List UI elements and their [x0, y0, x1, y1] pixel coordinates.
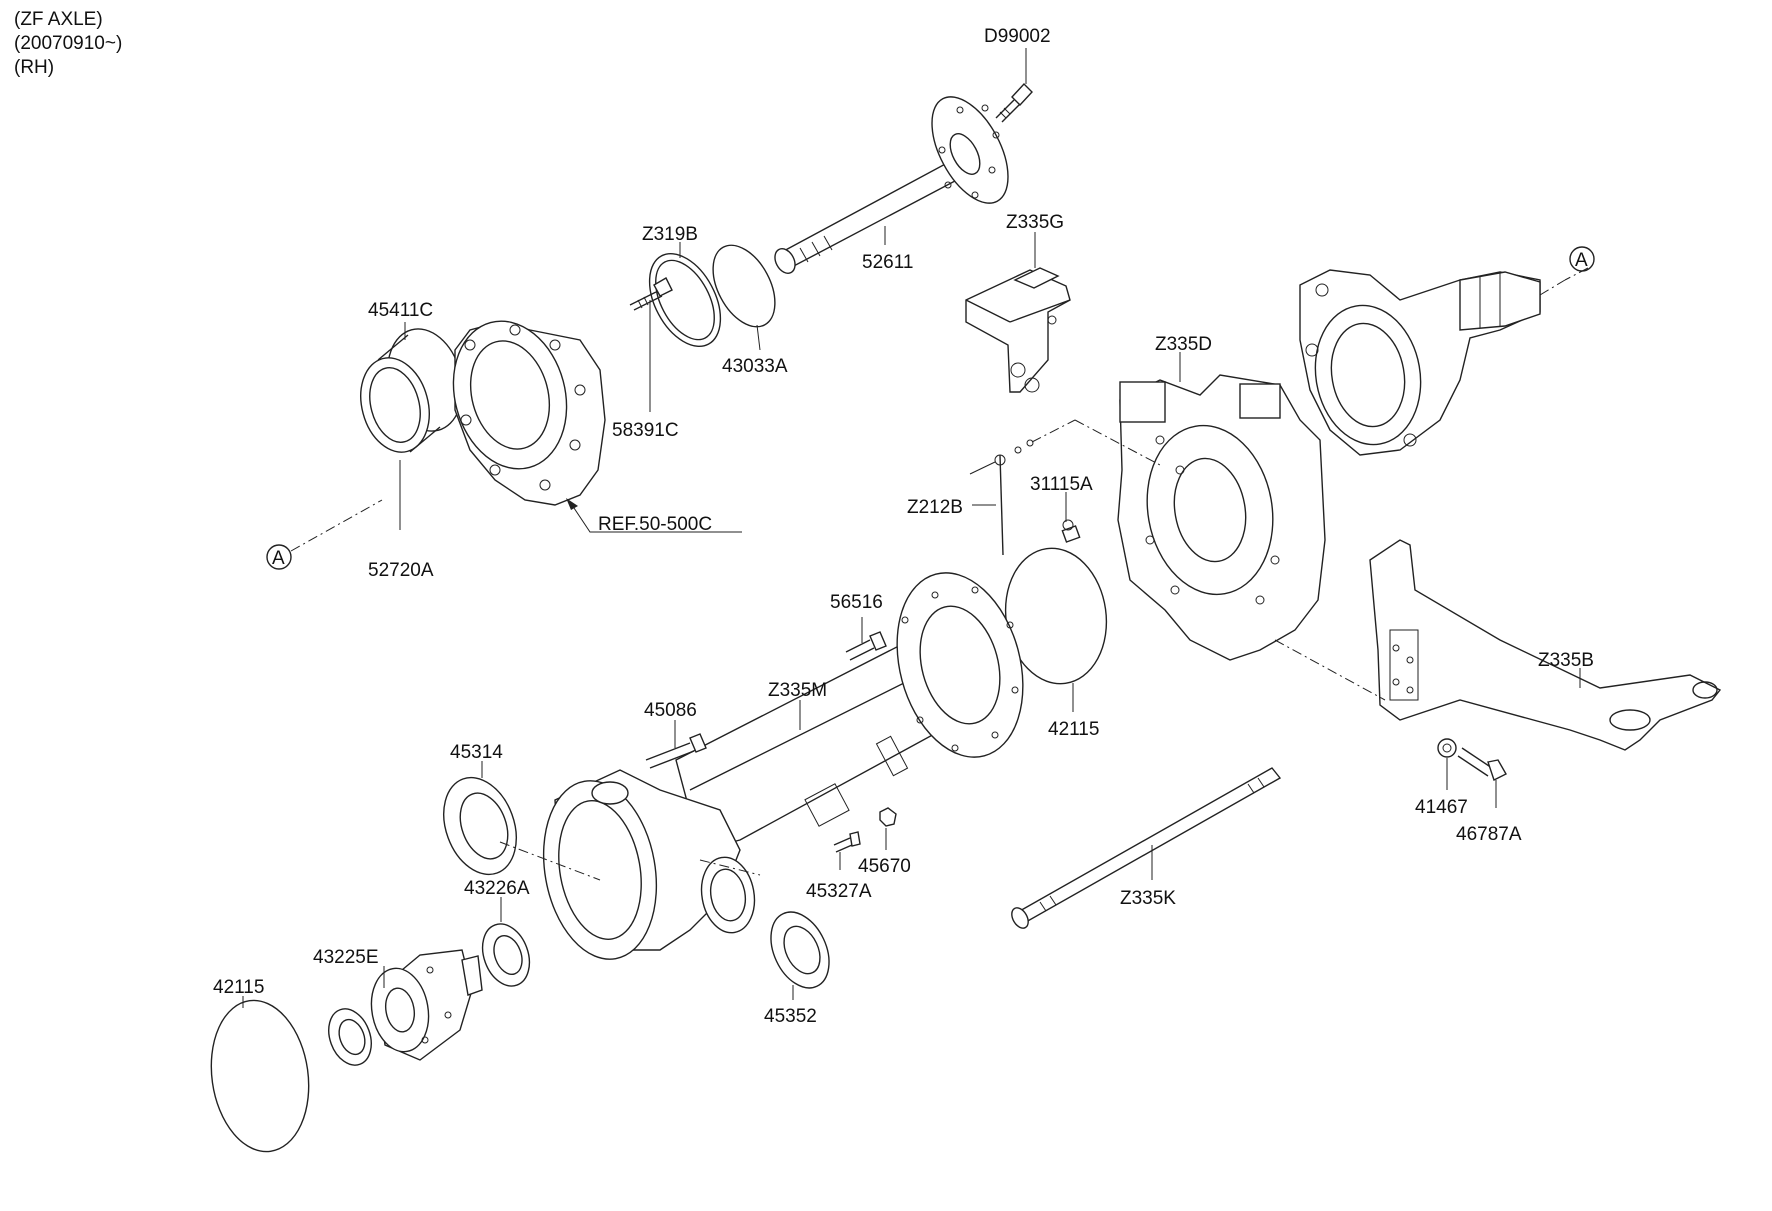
bearing-45314[interactable]	[431, 767, 529, 884]
header-axle-type: (ZF AXLE)	[14, 9, 103, 30]
bolt-d99002[interactable]	[995, 82, 1033, 123]
label-58391c[interactable]: 58391C	[612, 420, 679, 441]
label-z212b[interactable]: Z212B	[907, 497, 963, 518]
label-42115-lower[interactable]: 42115	[213, 977, 264, 998]
bolt-46787a[interactable]	[1457, 747, 1507, 781]
label-45327a[interactable]: 45327A	[806, 881, 872, 902]
label-42115-middle[interactable]: 42115	[1048, 719, 1099, 740]
nut-45670[interactable]	[879, 807, 897, 827]
label-52611[interactable]: 52611	[862, 252, 913, 273]
label-z319b[interactable]: Z319B	[642, 224, 698, 245]
label-52720a[interactable]: 52720A	[368, 560, 434, 581]
oring-43033a[interactable]	[700, 235, 787, 337]
washer-41467[interactable]	[1437, 738, 1457, 758]
bearing-43226a[interactable]	[474, 917, 537, 992]
diagram-header: (ZF AXLE) (20070910~) (RH)	[14, 8, 122, 80]
axle-shaft-z335k[interactable]	[1008, 767, 1282, 931]
ring-z319b[interactable]	[635, 242, 735, 358]
steering-knuckle[interactable]	[1299, 269, 1541, 456]
oring-42115-lower[interactable]	[202, 994, 318, 1158]
axle-shaft-52611[interactable]	[771, 85, 1024, 277]
wheel-hub-ref-50-500c[interactable]	[437, 308, 606, 506]
label-43225e[interactable]: 43225E	[313, 947, 379, 968]
label-56516[interactable]: 56516	[830, 592, 883, 613]
dipstick-z212b[interactable]	[969, 439, 1034, 556]
differential-43225e[interactable]	[365, 949, 483, 1061]
bearing-45352[interactable]	[760, 903, 841, 997]
label-41467[interactable]: 41467	[1415, 797, 1468, 818]
label-45086[interactable]: 45086	[644, 700, 697, 721]
label-ref-50-500c[interactable]: REF.50-500C	[598, 514, 712, 535]
label-43033a[interactable]: 43033A	[722, 356, 788, 377]
bolt-56516[interactable]	[845, 631, 887, 661]
label-d99002[interactable]: D99002	[984, 26, 1051, 47]
label-45352[interactable]: 45352	[764, 1006, 817, 1027]
label-43226a[interactable]: 43226A	[464, 878, 530, 899]
label-z335m[interactable]: Z335M	[768, 680, 827, 701]
bolt-58391c[interactable]	[629, 277, 673, 311]
ref-marker-a-right	[1569, 246, 1595, 272]
header-date-range: (20070910~)	[14, 33, 123, 54]
ref-marker-a-left-text: A	[272, 548, 285, 569]
bearing-differential-side[interactable]	[321, 1003, 378, 1071]
label-45314[interactable]: 45314	[450, 742, 503, 763]
label-z335k[interactable]: Z335K	[1120, 888, 1176, 909]
bolt-45086[interactable]	[645, 733, 707, 769]
arm-z335b[interactable]	[1369, 539, 1722, 751]
ref-marker-a-right-text: A	[1575, 250, 1588, 271]
breather-45327a[interactable]	[833, 831, 861, 853]
label-45670[interactable]: 45670	[858, 856, 911, 877]
label-z335g[interactable]: Z335G	[1006, 212, 1064, 233]
carrier-z335d[interactable]	[1117, 374, 1326, 661]
label-z335b[interactable]: Z335B	[1538, 650, 1594, 671]
label-z335d[interactable]: Z335D	[1155, 334, 1212, 355]
bracket-z335g[interactable]	[965, 267, 1071, 393]
header-side: (RH)	[14, 57, 55, 78]
label-31115a[interactable]: 31115A	[1030, 474, 1093, 495]
label-45411c[interactable]: 45411C	[368, 300, 433, 321]
ref-marker-a-left	[266, 544, 292, 570]
plug-31115a[interactable]	[1061, 519, 1081, 543]
label-46787a[interactable]: 46787A	[1456, 824, 1522, 845]
axle-housing-z335m[interactable]	[530, 559, 1042, 969]
